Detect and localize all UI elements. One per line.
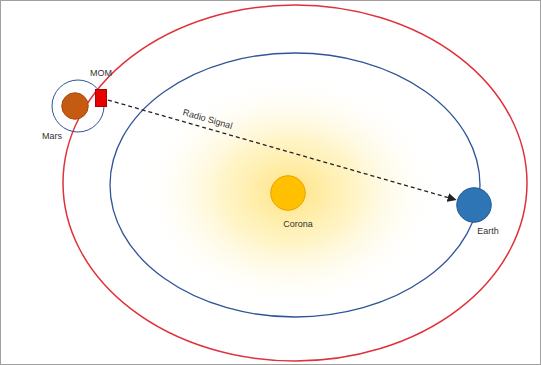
node-label: MOM (90, 69, 112, 78)
node-outline (95, 89, 107, 107)
edge-label: Radio Signal (182, 108, 234, 131)
node-shape (271, 176, 306, 211)
node-outline (270, 175, 306, 211)
node-shape (457, 188, 492, 223)
planet-circle: Mars (61, 92, 89, 120)
node-outline (456, 187, 492, 223)
earth-orbit (110, 53, 480, 317)
node-label: Earth (477, 227, 499, 236)
planet-circle: Earth (456, 187, 492, 223)
node-label: Corona (283, 220, 313, 229)
node-shape (96, 90, 107, 107)
node-label: Mars (42, 132, 62, 141)
spacecraft-box: MOM (95, 89, 107, 107)
corona-glow (140, 74, 440, 310)
mars-orbit (63, 5, 527, 361)
node-outline (61, 92, 89, 120)
node-shape (62, 93, 89, 120)
sun-circle: Corona (270, 175, 306, 211)
